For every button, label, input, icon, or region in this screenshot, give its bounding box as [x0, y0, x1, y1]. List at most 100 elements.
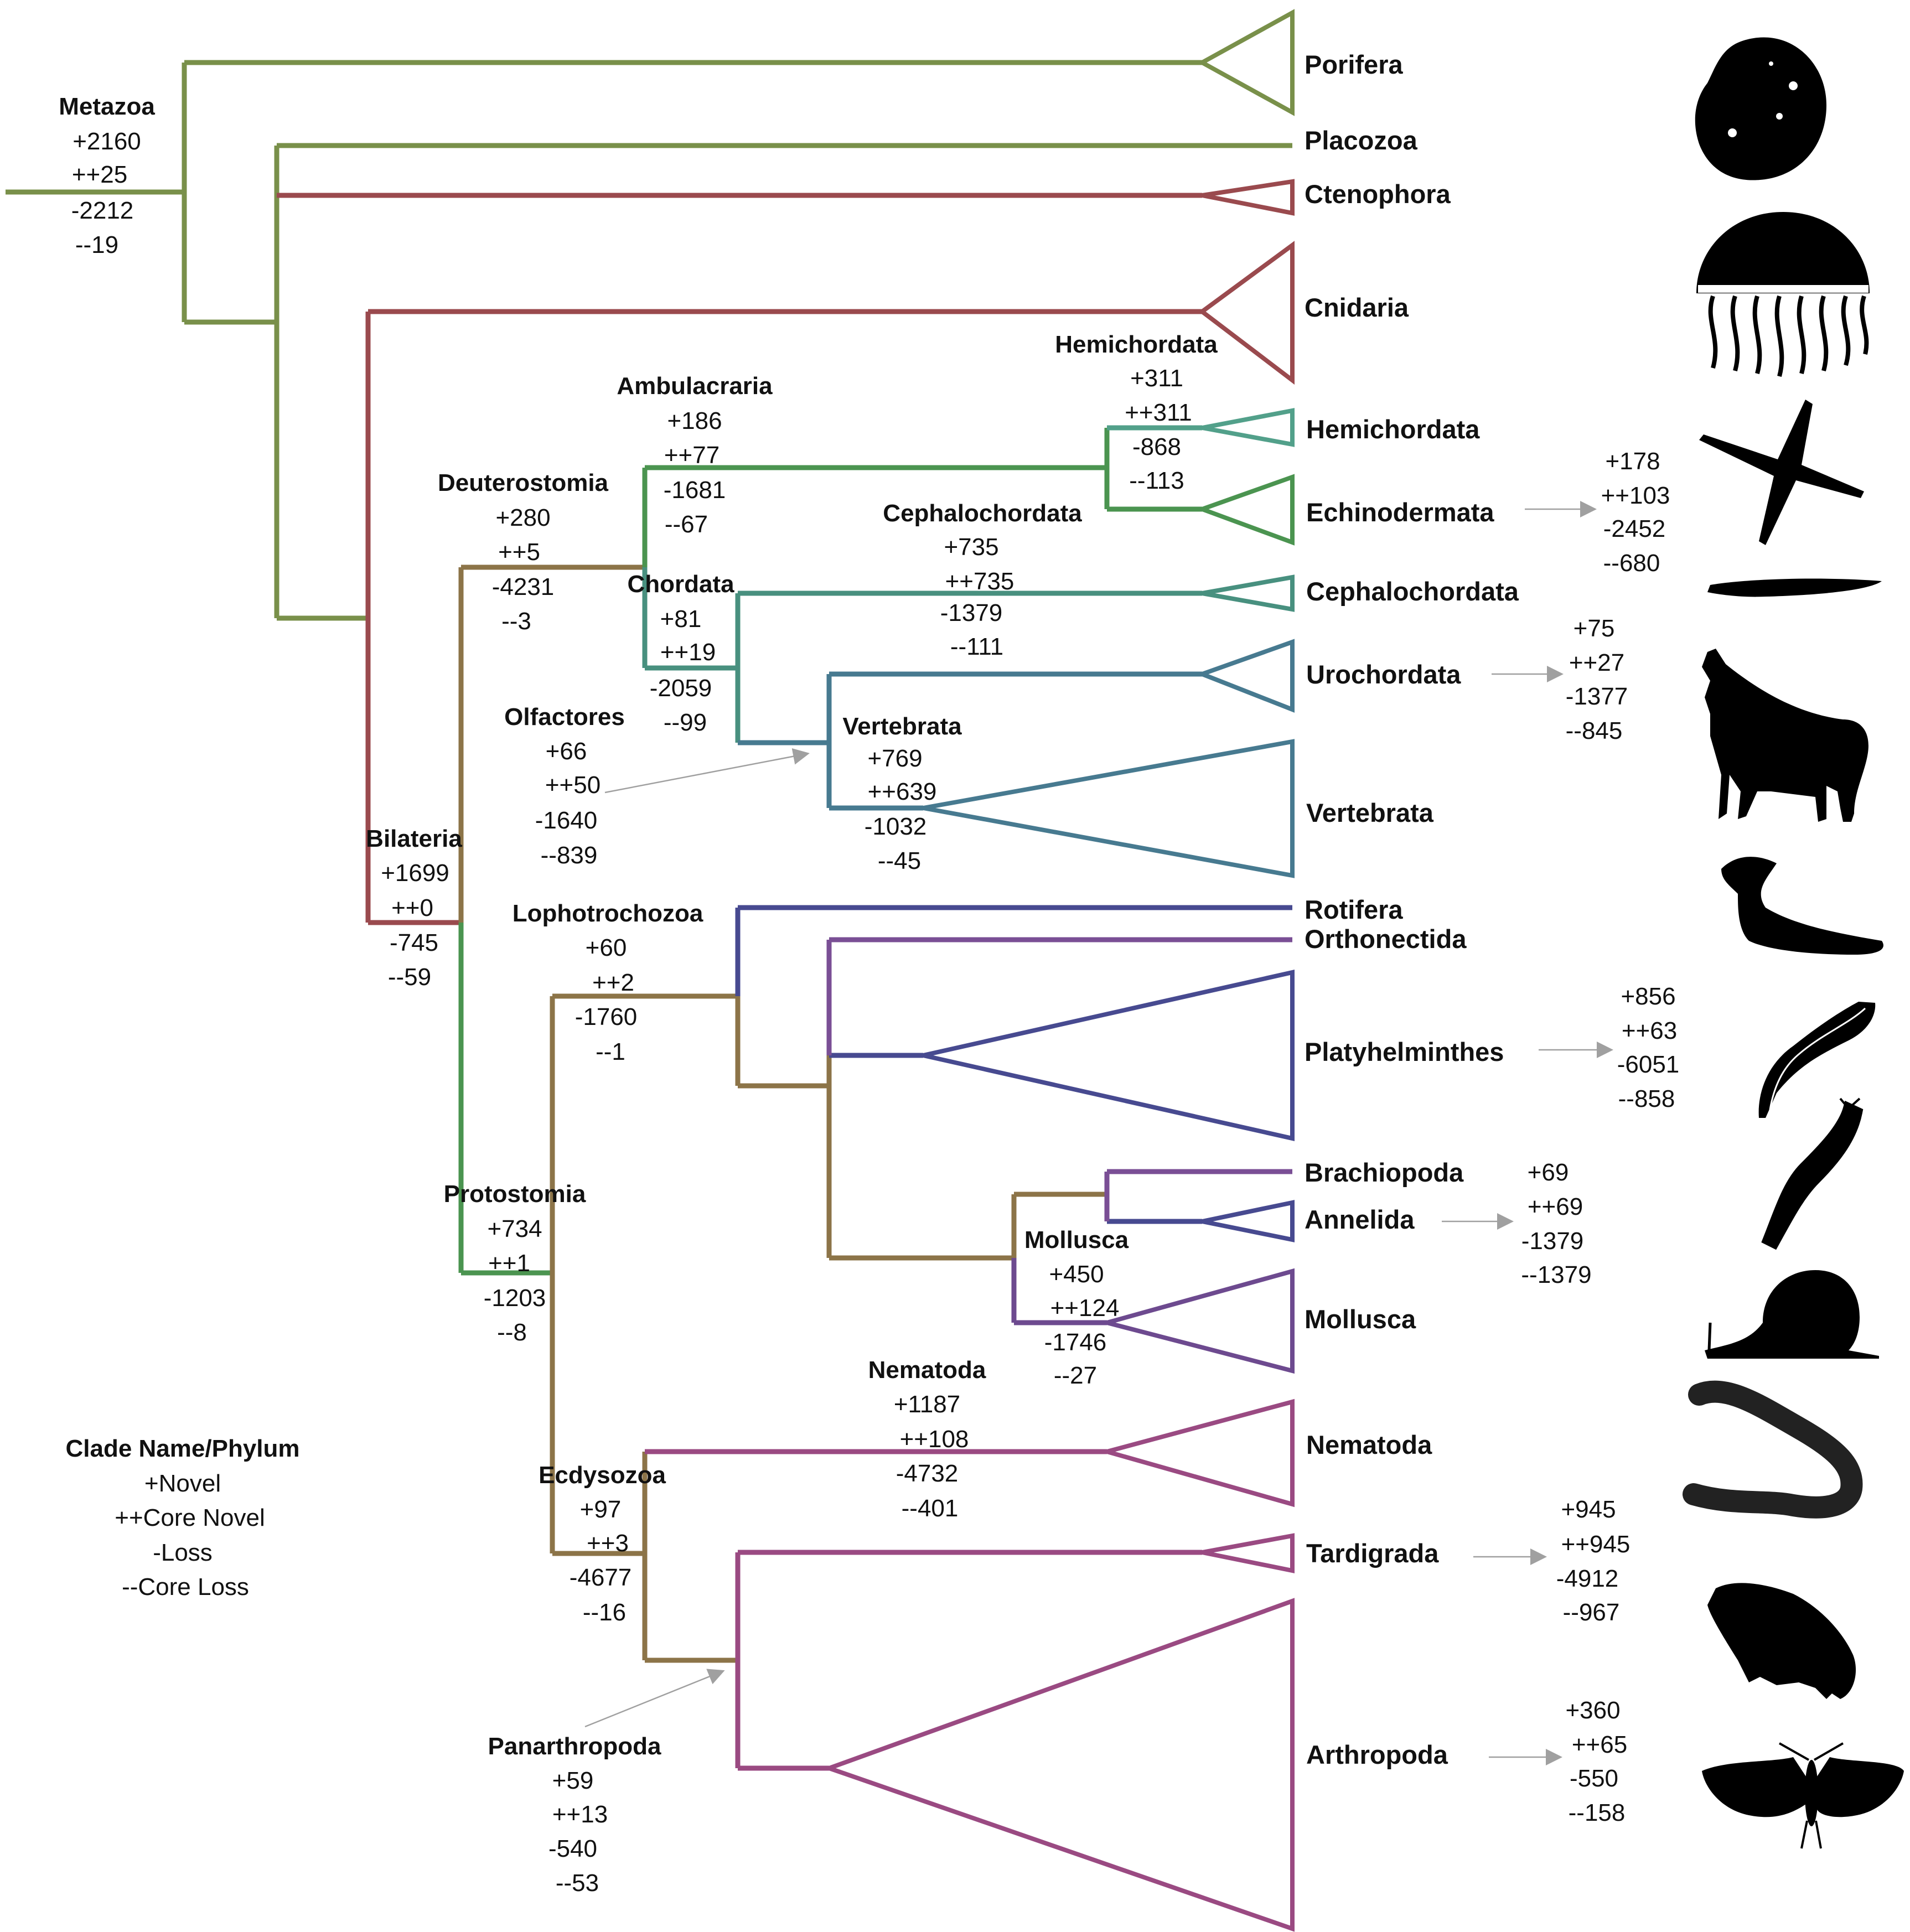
snail-icon — [1705, 1270, 1879, 1359]
stats-platyhelminthes: +856 ++63 -6051 --858 — [1617, 983, 1680, 1112]
stats-echinodermata: +178 ++103 -2452 --680 — [1601, 448, 1670, 577]
clade-vertebrata: Vertebrata +769 ++639 -1032 --45 — [842, 713, 962, 874]
svg-text:-1379: -1379 — [1521, 1227, 1584, 1255]
stat-novel: +2160 — [73, 128, 141, 155]
stat-loss: -4677 — [570, 1564, 632, 1591]
stat-novel: +735 — [944, 533, 998, 561]
tip-triangle-tardigrada — [1202, 1536, 1292, 1571]
stat-core-novel: ++3 — [587, 1530, 629, 1557]
legend-core-loss: --Core Loss — [122, 1573, 249, 1600]
tree-branches — [6, 13, 1292, 1929]
clade-metazoa: Metazoa +2160 ++25 -2212 --19 — [59, 93, 155, 258]
stat-core-novel: ++124 — [1050, 1294, 1120, 1322]
clade-ambulacraria: Ambulacraria +186 ++77 -1681 --67 — [617, 372, 773, 538]
tip-label-platyhelminthes: Platyhelminthes — [1305, 1037, 1504, 1066]
moth-icon — [1702, 1743, 1904, 1848]
svg-text:+360: +360 — [1565, 1697, 1620, 1724]
svg-text:-1377: -1377 — [1566, 683, 1628, 710]
svg-text:--967: --967 — [1563, 1599, 1620, 1626]
stat-core-novel: ++77 — [664, 442, 720, 469]
tip-triangle-cephalochordata — [1202, 577, 1292, 609]
stat-core-novel: ++13 — [552, 1801, 608, 1828]
stat-novel: +81 — [660, 605, 702, 633]
tip-labels: Porifera Placozoa Ctenophora Cnidaria He… — [1305, 50, 1519, 1769]
branch-bilateria-line — [277, 182, 1292, 923]
stat-core-loss: --839 — [541, 842, 598, 869]
tip-label-nematoda: Nematoda — [1306, 1430, 1432, 1459]
stat-core-loss: --8 — [497, 1319, 527, 1346]
svg-text:++65: ++65 — [1572, 1731, 1627, 1758]
clade-lophotrochozoa: Lophotrochozoa +60 ++2 -1760 --1 — [513, 900, 703, 1065]
svg-text:--158: --158 — [1569, 1799, 1626, 1826]
clade-name: Cephalochordata — [883, 500, 1082, 527]
stat-loss: -1760 — [575, 1003, 638, 1030]
tip-label-echinodermata: Echinodermata — [1306, 498, 1494, 527]
branch-metazoa — [6, 13, 1292, 618]
stat-core-loss: --3 — [501, 608, 531, 635]
stat-core-novel: ++19 — [660, 639, 716, 666]
branch-rotifera-platyhelminthes — [738, 908, 1292, 1240]
tip-triangle-vertebrata — [923, 742, 1292, 876]
species-stats: +178 ++103 -2452 --680 +75 ++27 -1377 --… — [1521, 448, 1679, 1826]
stat-core-novel: ++25 — [72, 161, 127, 188]
tip-triangle-platyhelminthes — [923, 972, 1292, 1138]
svg-text:++103: ++103 — [1601, 482, 1670, 509]
tip-label-mollusca: Mollusca — [1305, 1304, 1416, 1334]
stat-loss: -1746 — [1044, 1329, 1107, 1356]
legend-title: Clade Name/Phylum — [65, 1435, 299, 1462]
tip-label-cnidaria: Cnidaria — [1305, 293, 1409, 322]
clade-name: Metazoa — [59, 93, 155, 120]
clade-name: Hemichordata — [1055, 331, 1218, 358]
clade-protostomia: Protostomia +734 ++1 -1203 --8 — [444, 1180, 586, 1346]
stat-core-novel: ++1 — [488, 1250, 530, 1277]
starfish-icon — [1699, 400, 1864, 545]
svg-text:-550: -550 — [1570, 1765, 1618, 1792]
stat-loss: -1379 — [940, 599, 1003, 626]
tip-label-cephalochordata: Cephalochordata — [1306, 577, 1519, 606]
legend-loss: -Loss — [153, 1539, 213, 1566]
tip-triangle-annelida — [1202, 1203, 1292, 1240]
clade-name: Mollusca — [1024, 1226, 1129, 1254]
stat-novel: +1699 — [381, 859, 449, 887]
stat-loss: -1203 — [484, 1284, 546, 1312]
stats-arthropoda: +360 ++65 -550 --158 — [1565, 1697, 1627, 1826]
lancelet-icon — [1707, 579, 1882, 597]
clade-name: Panarthropoda — [488, 1733, 661, 1760]
tip-triangle-echinodermata — [1202, 477, 1292, 542]
stat-loss: -1640 — [535, 807, 598, 834]
stat-core-loss: --99 — [664, 709, 707, 736]
branch-olfactores — [738, 642, 1292, 876]
svg-text:++69: ++69 — [1528, 1193, 1583, 1220]
stat-novel: +734 — [487, 1215, 542, 1242]
stat-novel: +450 — [1049, 1261, 1104, 1288]
stat-novel: +66 — [546, 738, 587, 765]
arrow-panarthropoda — [585, 1671, 722, 1727]
svg-text:++27: ++27 — [1569, 649, 1624, 676]
wolf-icon — [1702, 649, 1868, 822]
clade-name: Nematoda — [868, 1356, 986, 1384]
clade-name: Vertebrata — [842, 713, 962, 740]
tip-label-rotifera: Rotifera — [1305, 895, 1403, 924]
tip-label-urochordata: Urochordata — [1306, 660, 1461, 689]
clade-name: Chordata — [627, 571, 734, 598]
tip-label-hemichordata: Hemichordata — [1306, 415, 1480, 444]
legend: Clade Name/Phylum +Novel ++Core Novel -L… — [65, 1435, 299, 1600]
annelid-icon — [1768, 1099, 1860, 1242]
nematode-icon — [1694, 1392, 1852, 1508]
stat-core-loss: --16 — [583, 1599, 626, 1626]
svg-text:+945: +945 — [1561, 1496, 1616, 1523]
stat-loss: -4732 — [896, 1460, 959, 1487]
stat-core-novel: ++5 — [498, 538, 540, 566]
tip-label-placozoa: Placozoa — [1305, 126, 1418, 155]
clade-mollusca: Mollusca +450 ++124 -1746 --27 — [1024, 1226, 1129, 1389]
stat-loss: -745 — [390, 929, 438, 956]
svg-text:--1379: --1379 — [1521, 1261, 1591, 1288]
svg-text:--858: --858 — [1618, 1085, 1675, 1112]
tip-label-orthonectida: Orthonectida — [1305, 924, 1467, 954]
clade-name: Olfactores — [504, 703, 625, 731]
stat-novel: +1187 — [894, 1391, 960, 1418]
stat-loss: -4231 — [492, 573, 555, 600]
svg-text:+856: +856 — [1621, 983, 1675, 1010]
tip-triangle-porifera — [1202, 13, 1292, 112]
stats-tardigrada: +945 ++945 -4912 --967 — [1556, 1496, 1631, 1626]
